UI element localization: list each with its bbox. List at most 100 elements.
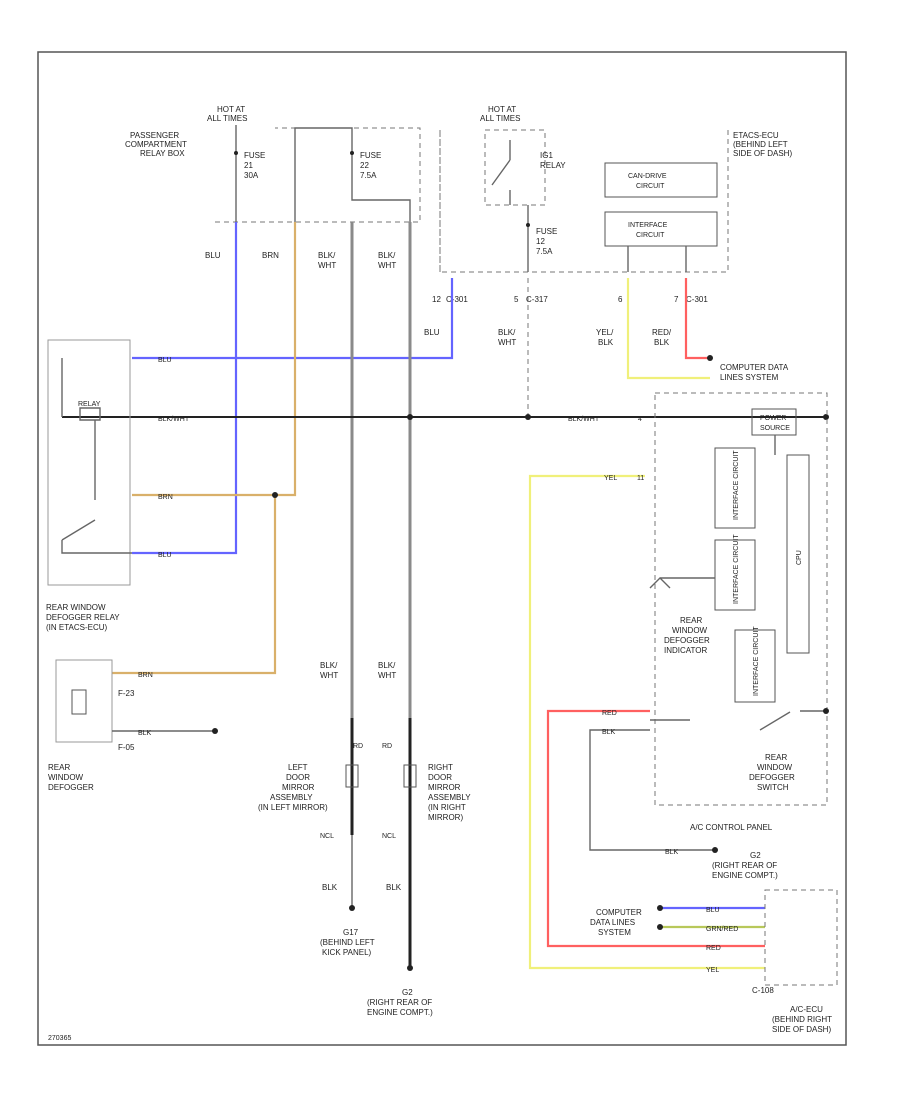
redblk-end — [707, 355, 713, 361]
wire-yelblk-a: YEL/ — [596, 328, 614, 337]
pcrb-label-1: PASSENGER — [130, 131, 179, 140]
wire-redblk-a: RED/ — [652, 328, 672, 337]
ecu-grnred-wire: GRN/RED — [706, 926, 738, 933]
switch-label-4: SWITCH — [757, 783, 789, 792]
rwd-label-1: REAR — [48, 763, 70, 772]
wire-blkwht-2b: WHT — [378, 261, 396, 270]
wire-blk-switch-ground — [589, 729, 715, 851]
g17-label-b: (BEHIND LEFT — [320, 938, 375, 947]
ldm-4: ASSEMBLY — [270, 793, 313, 802]
g2-label-b: (RIGHT REAR OF — [367, 998, 432, 1007]
wire-yelblk-b: BLK — [598, 338, 614, 347]
wire-blkwht-1a: BLK/ — [318, 251, 336, 260]
ncl-right: NCL — [382, 833, 396, 840]
hot-feed-fuse22 — [294, 127, 411, 222]
ac-interface-circuit-2 — [714, 539, 756, 611]
fuse21-node — [234, 151, 238, 155]
indicator-label-1: REAR — [680, 616, 702, 625]
pcrb-label-3: RELAY BOX — [140, 149, 185, 158]
etacs-label-1: ETACS-ECU — [733, 131, 779, 140]
rdm-1: RIGHT — [428, 763, 453, 772]
f05-wire: BLK — [138, 730, 152, 737]
fuse12-rating: 7.5A — [536, 247, 553, 256]
wire-brn-top — [132, 222, 297, 497]
c301b-label: C-301 — [686, 295, 708, 304]
rdm-3: MIRROR — [428, 783, 461, 792]
hot-at-all-times-label-1: HOT AT — [217, 105, 245, 114]
wire-blu-label: BLU — [205, 251, 221, 260]
wire-yelblk — [626, 278, 710, 380]
etacs-interface-label-2: CIRCUIT — [636, 232, 665, 239]
fuse21-number: 21 — [244, 161, 253, 170]
switch-ground-blk: BLK — [665, 849, 679, 856]
ig1-relay-box-outline — [484, 129, 546, 206]
can-drive-circuit-label-1: CAN-DRIVE — [628, 173, 667, 180]
can-drive-circuit-label-2: CIRCUIT — [636, 183, 665, 190]
ldm-1: LEFT — [288, 763, 308, 772]
power-source-1: POWER — [760, 415, 786, 422]
wire-blkwht-3a: BLK/ — [498, 328, 516, 337]
bus-pin-4: 4 — [638, 416, 642, 423]
rwdr-label-2: DEFOGGER RELAY — [46, 613, 120, 622]
rdm-6: MIRROR) — [428, 813, 463, 822]
switch-blk-wire: BLK — [602, 729, 616, 736]
cdl-dot-1 — [657, 905, 663, 911]
power-source-box — [751, 408, 797, 436]
blk-left: BLK — [322, 883, 338, 892]
ac-interface-label-3: INTERFACE CIRCUIT — [753, 626, 760, 696]
cdata-label-1: COMPUTER DATA — [720, 363, 789, 372]
g17-label-c: KICK PANEL) — [322, 948, 372, 957]
wire-brn-label: BRN — [262, 251, 279, 260]
wire-yel-long — [528, 474, 765, 970]
switch-red-wire: RED — [602, 710, 617, 717]
defogger-switch-contacts — [650, 710, 826, 731]
pcrb-label-2: COMPARTMENT — [125, 140, 187, 149]
hot-at-all-times-label-2b: ALL TIMES — [480, 114, 520, 123]
yel-wire-label: YEL — [604, 475, 617, 482]
wire-blkwht-2a: BLK/ — [378, 251, 396, 260]
pin-6-label: 6 — [618, 295, 623, 304]
ac-ecu-label-2: (BEHIND RIGHT — [772, 1015, 832, 1024]
etacs-ecu-outline — [439, 130, 729, 273]
cpu-box — [786, 454, 810, 654]
defogger-relay-box — [47, 339, 131, 586]
switch-end-dot — [823, 708, 829, 714]
f23-wire: BRN — [138, 672, 153, 679]
pin-12-label: 12 — [432, 295, 441, 304]
etacs-label-3: SIDE OF DASH) — [733, 149, 792, 158]
right-mirror-heater — [403, 764, 417, 788]
fuse12-label: FUSE — [536, 227, 557, 236]
rwdr-label-1: REAR WINDOW — [46, 603, 106, 612]
ecu-yel-wire: YEL — [706, 967, 719, 974]
ldm-5: (IN LEFT MIRROR) — [258, 803, 328, 812]
indicator-label-2: WINDOW — [672, 626, 708, 635]
ac-control-panel-label: A/C CONTROL PANEL — [690, 823, 773, 832]
g17-dot — [349, 905, 355, 911]
blkwht-splice-2 — [407, 414, 413, 420]
pin-7-label: 7 — [674, 295, 679, 304]
ldm-3: MIRROR — [282, 783, 315, 792]
diagram-code: 270365 — [48, 1035, 71, 1042]
fuse12-number: 12 — [536, 237, 545, 246]
relay-pin3-wire: BRN — [158, 494, 173, 501]
f05-connector: F-05 — [118, 743, 135, 752]
g2r-ground-dot — [712, 847, 718, 853]
relay-pin1-wire: BLU — [158, 357, 172, 364]
ecu-blu-wire: BLU — [706, 907, 720, 914]
rd-left: RD — [353, 743, 363, 750]
etacs-label-2: (BEHIND LEFT — [733, 140, 788, 149]
ac-control-panel-outline — [654, 392, 828, 806]
defogger-element — [71, 689, 87, 715]
indicator-led — [649, 577, 715, 589]
indicator-label-4: INDICATOR — [664, 646, 707, 655]
bus-blkwht-label: BLK/WHT — [568, 416, 600, 423]
cdl-label-3: SYSTEM — [598, 928, 631, 937]
wire-redblk — [684, 278, 710, 360]
ecu-red-wire: RED — [706, 945, 721, 952]
mirror-blkwht-l-b: WHT — [320, 671, 338, 680]
c108-label: C-108 — [752, 986, 774, 995]
rear-window-defogger-box — [55, 659, 113, 743]
rwd-label-2: WINDOW — [48, 773, 84, 782]
fuse21-label: FUSE — [244, 151, 265, 160]
